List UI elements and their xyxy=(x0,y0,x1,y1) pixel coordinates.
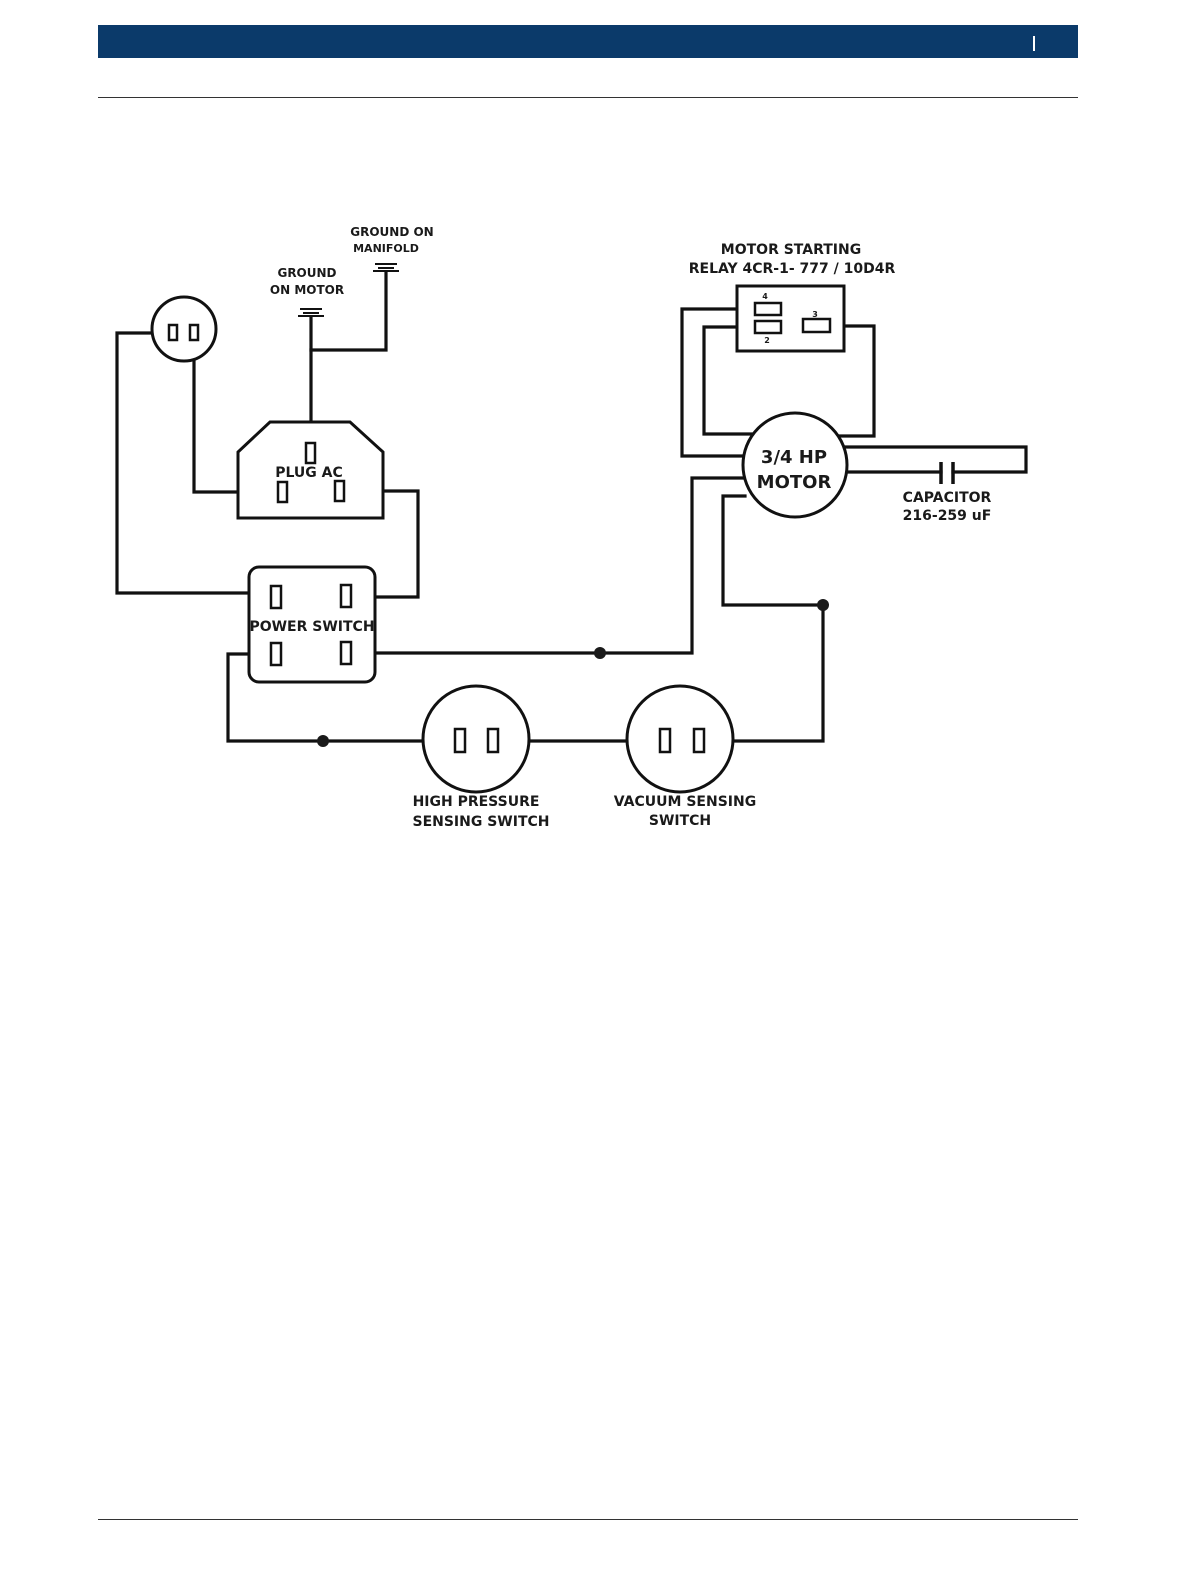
power-switch-label: POWER SWITCH xyxy=(249,619,374,635)
high-pressure-label-1: HIGH PRESSURE xyxy=(413,794,540,810)
vacuum-sensing-switch xyxy=(627,686,733,792)
capacitor-label-2: 216-259 uF xyxy=(903,508,992,524)
ground-motor-label-2: ON MOTOR xyxy=(270,283,344,297)
vacuum-label-1: VACUUM SENSING xyxy=(614,794,756,810)
relay-title-line-1: MOTOR STARTING xyxy=(721,242,861,258)
junction-dot xyxy=(594,647,606,659)
capacitor-symbol xyxy=(941,462,953,484)
relay-pin-2-label: 2 xyxy=(764,336,770,345)
wire-switch-to-motor xyxy=(348,478,744,653)
relay-title-line-2: RELAY 4CR-1- 777 / 10D4R xyxy=(689,261,896,277)
high-pressure-switch xyxy=(423,686,529,792)
junction-dot xyxy=(817,599,829,611)
ground-symbol-manifold xyxy=(373,264,399,271)
motor-label-line-2: MOTOR xyxy=(757,472,832,493)
ground-manifold-label-2: MANIFOLD xyxy=(353,242,419,255)
ground-manifold-label-1: GROUND ON xyxy=(350,225,433,239)
relay-pin-3-label: 3 xyxy=(812,310,818,319)
junction-dot xyxy=(317,735,329,747)
capacitor-label-1: CAPACITOR xyxy=(903,490,992,506)
wire-capacitor-top xyxy=(845,447,1026,472)
outlet xyxy=(152,297,216,361)
vacuum-label-2: SWITCH xyxy=(649,813,711,829)
plug-ac-label: PLUG AC xyxy=(275,465,343,481)
ground-symbol-motor xyxy=(298,309,324,316)
motor-starting-relay xyxy=(737,286,844,351)
ground-motor-label-1: GROUND xyxy=(277,266,336,280)
motor-label-line-1: 3/4 HP xyxy=(761,447,827,468)
relay-pin-4-label: 4 xyxy=(762,292,768,301)
high-pressure-label-2: SENSING SWITCH xyxy=(412,814,549,830)
